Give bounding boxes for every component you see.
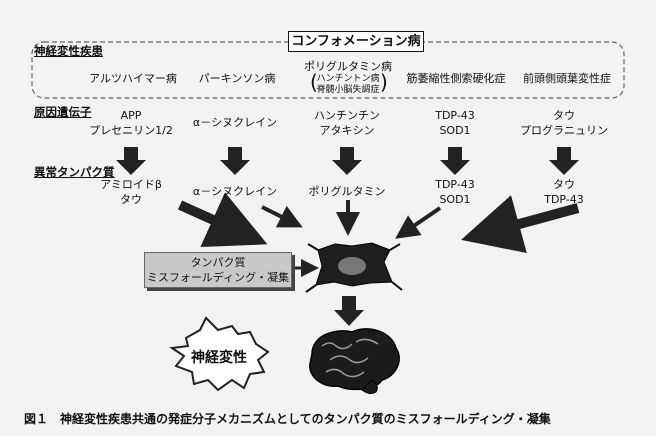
- brain-icon: [309, 328, 400, 395]
- disease-huntington: ハンチントン病: [316, 74, 380, 84]
- protein-synuclein: α－シヌクレイン: [192, 185, 278, 198]
- arrow-cell-to-brain: [334, 296, 364, 326]
- arrow-from-synuclein: [261, 205, 303, 228]
- disease-parkinson: パーキンソン病: [198, 72, 276, 85]
- section-neurodegenerative-disease: 神経変性疾患: [34, 44, 103, 58]
- gene-synuclein: α－シヌクレイン: [192, 116, 278, 129]
- gene-sod1: SOD1: [439, 124, 471, 137]
- protein-tdp43: TDP-43: [435, 178, 475, 191]
- convergence-arrows: [177, 192, 580, 254]
- protein-amyloid-beta: アミロイドβ: [100, 178, 162, 191]
- arrow-from-tau: [461, 195, 580, 254]
- paren-right: ): [380, 70, 388, 94]
- disease-ftd: 前頭側頭葉変性症: [523, 72, 611, 85]
- gene-app: APP: [120, 109, 142, 122]
- gene-tau: タウ: [553, 109, 575, 122]
- gene-ataxin: アタキシン: [319, 124, 375, 137]
- conformation-disease-header: コンフォメーション病: [288, 31, 424, 52]
- gene-tdp43: TDP-43: [435, 109, 475, 122]
- disease-spinocerebellar-ataxia: 脊髄小脳失調症: [316, 85, 380, 95]
- protein-tau: タウ: [120, 193, 142, 206]
- arrow-from-tdp43: [395, 206, 442, 239]
- misfolding-box-line1: タンパク質: [190, 256, 246, 269]
- down-arrow-1: [116, 147, 146, 175]
- arrow-from-amyloid: [177, 192, 268, 248]
- disease-polyglutamine: ポリグルタミン病: [304, 60, 392, 73]
- neurodegeneration-burst: [169, 316, 270, 392]
- down-arrow-2: [220, 147, 250, 175]
- neuron-cell-icon: [305, 242, 403, 293]
- figure-caption: 図１ 神経変性疾患共通の発症分子メカニズムとしてのタンパク質のミスフォールディン…: [24, 412, 551, 426]
- gene-presenilin: プレセニリン1/2: [89, 124, 173, 137]
- down-arrow-5: [549, 147, 579, 175]
- misfolding-aggregation-box: タンパク質 ミスフォールディング・凝集: [144, 252, 292, 288]
- protein-sod1: SOD1: [439, 193, 471, 206]
- protein-tdp43-2: TDP-43: [544, 193, 584, 206]
- disease-alzheimer: アルツハイマー病: [89, 72, 177, 85]
- protein-polyglutamine: ポリグルタミン: [308, 185, 386, 198]
- neurodegeneration-label: 神経変性: [191, 350, 247, 366]
- protein-tau-2: タウ: [553, 178, 575, 191]
- paren-left: (: [310, 70, 318, 94]
- section-causative-gene: 原因遺伝子: [34, 105, 92, 119]
- gene-progranulin: プログラニュリン: [520, 124, 608, 137]
- down-arrow-3: [332, 147, 362, 175]
- gene-huntingtin: ハンチンチン: [314, 109, 380, 122]
- section-abnormal-protein: 異常タンパク質: [34, 165, 115, 179]
- gene-to-protein-arrows: [116, 147, 579, 175]
- misfolding-box-line2: ミスフォールディング・凝集: [146, 271, 290, 284]
- disease-als: 筋萎縮性側索硬化症: [406, 72, 506, 85]
- down-arrow-4: [440, 147, 470, 175]
